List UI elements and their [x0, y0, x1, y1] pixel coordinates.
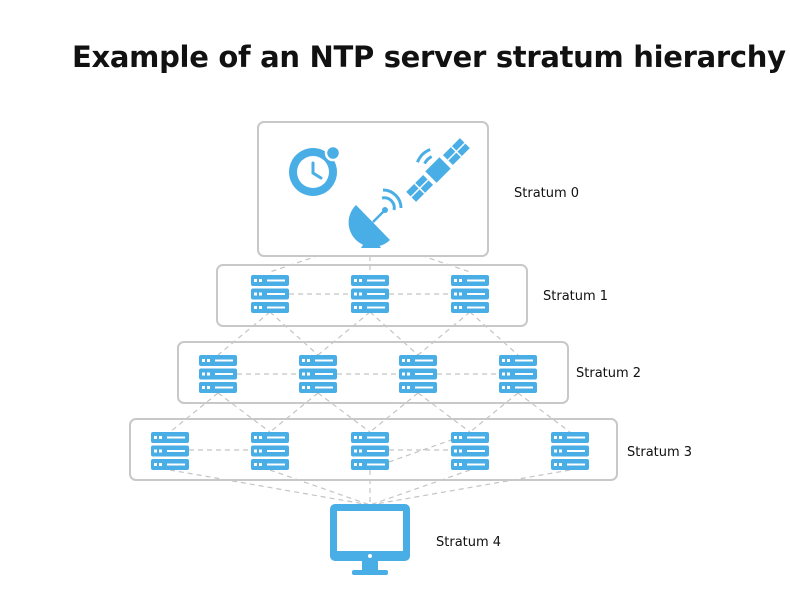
atomic-clock-icon [289, 144, 342, 196]
stratum-1-server-icon [251, 275, 289, 313]
stratum-1-label: Stratum 1 [543, 289, 609, 304]
satellite-icon [406, 138, 470, 202]
connectors [169, 237, 571, 506]
stratum-3-server-icon [551, 432, 589, 470]
diagram-title: Example of an NTP server stratum hierarc… [72, 40, 786, 74]
stratum-3-panel [129, 418, 618, 481]
stratum-2-label: Stratum 2 [576, 366, 642, 381]
stratum-3-label: Stratum 3 [627, 445, 693, 460]
stratum-3-server-icon [351, 432, 389, 470]
monitor-icon [330, 504, 410, 575]
stratum-1-server-icon [351, 275, 389, 313]
stratum-0-label: Stratum 0 [514, 186, 580, 201]
stratum-3-server-icon [451, 432, 489, 470]
stratum-2-panel [177, 341, 569, 404]
stratum-2-server-icon [499, 355, 537, 393]
stratum-1-panel [216, 264, 528, 327]
stratum-3-server-icon [151, 432, 189, 470]
stratum-1-server-icon [451, 275, 489, 313]
stratum-3-server-icon [251, 432, 289, 470]
stratum-4-label: Stratum 4 [436, 535, 502, 550]
stratum-2-server-icon [299, 355, 337, 393]
stratum-2-server-icon [199, 355, 237, 393]
stratum-2-server-icon [399, 355, 437, 393]
radio-dish-icon [348, 188, 403, 248]
